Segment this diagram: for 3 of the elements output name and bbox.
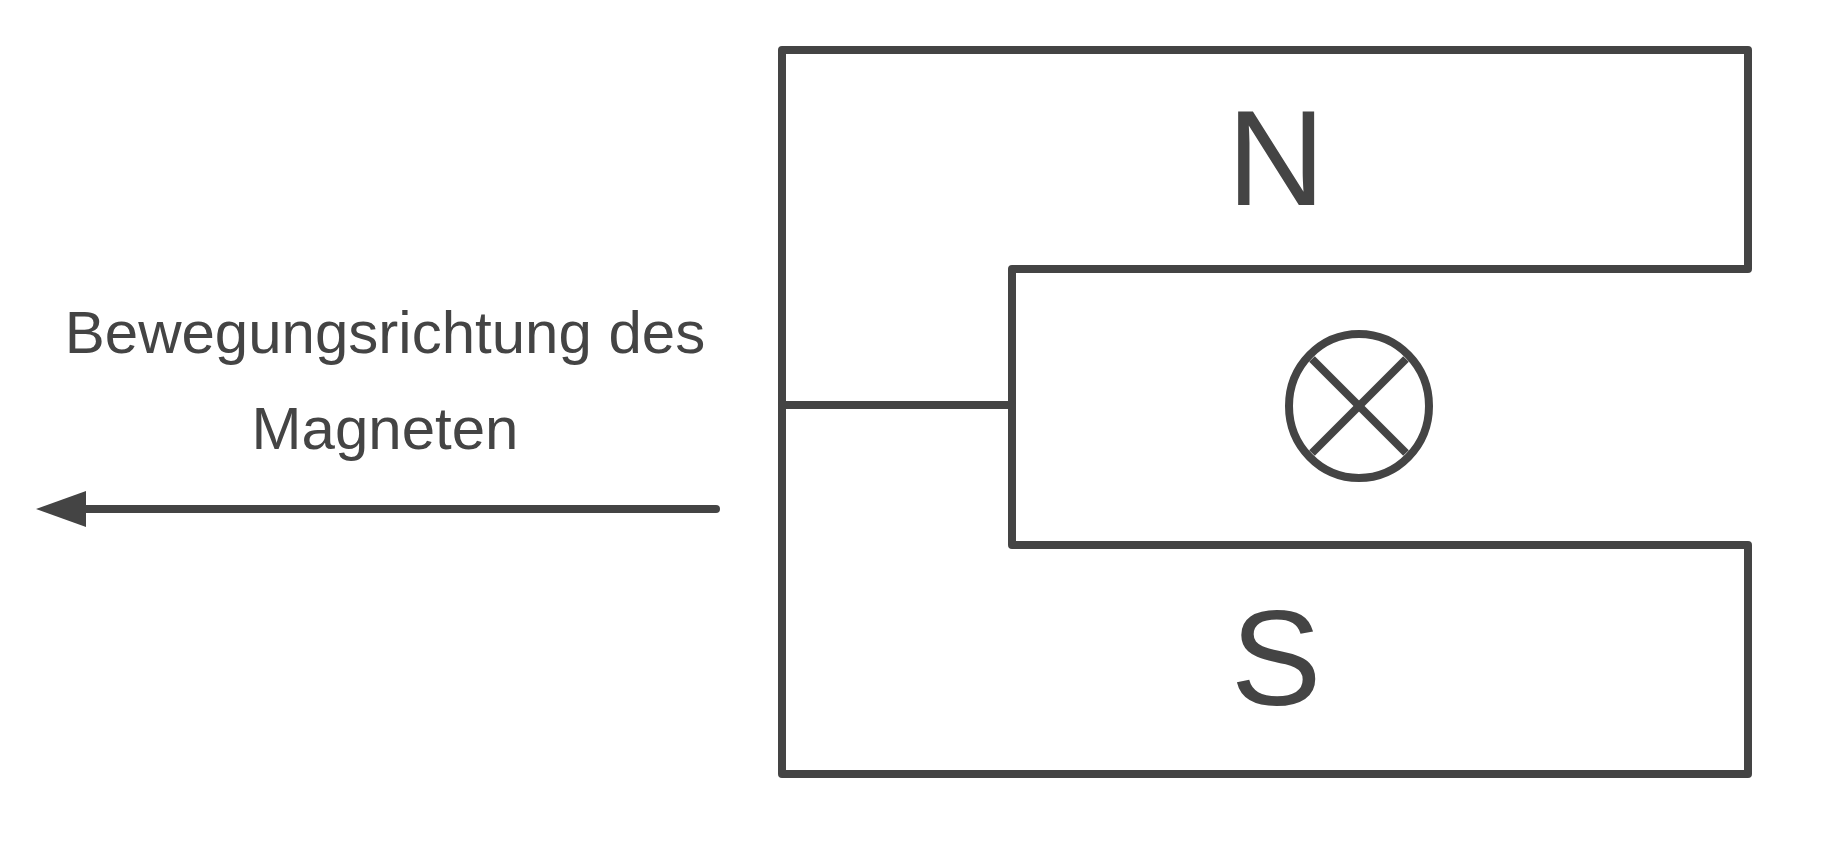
direction-text: Bewegungsrichtung des Magneten [63,298,707,464]
pole-letter: S [1230,590,1322,726]
pole-letter: N [1226,90,1326,226]
